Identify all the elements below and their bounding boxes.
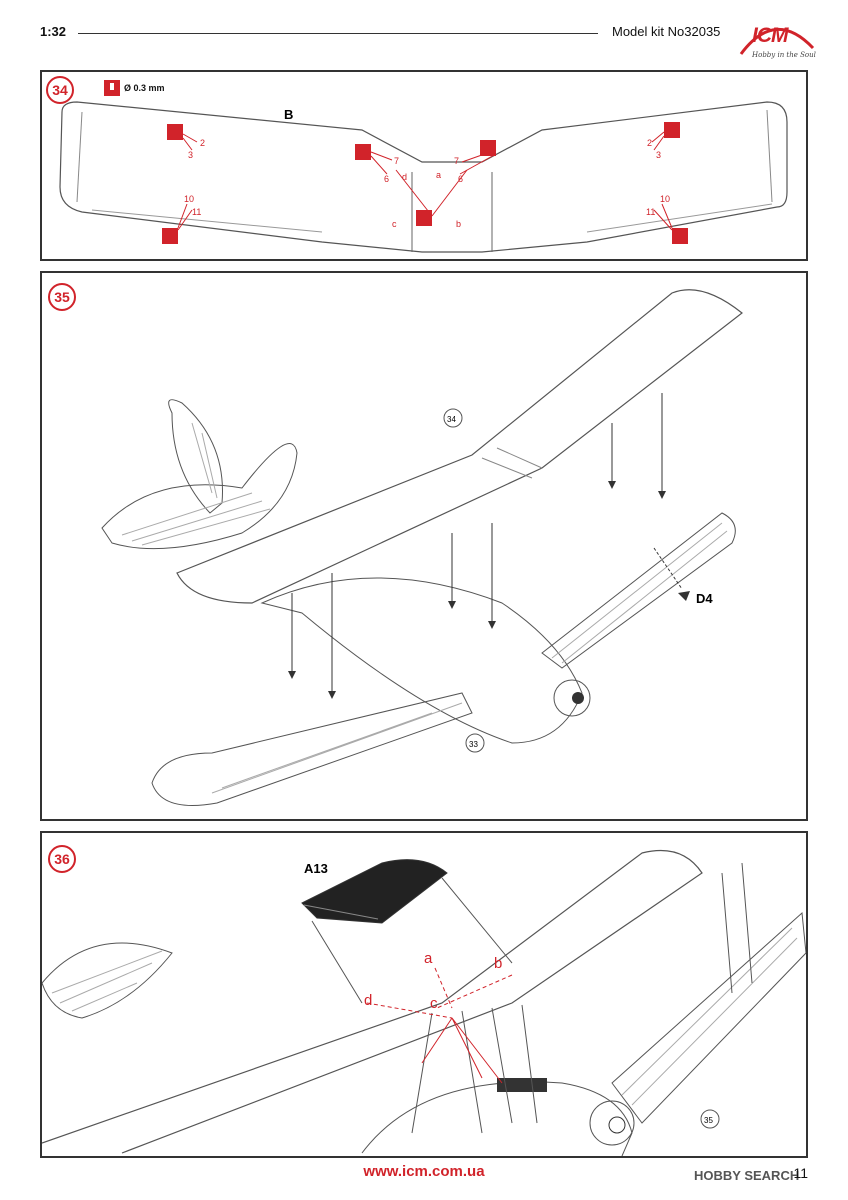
step-number-36: 36	[48, 845, 76, 873]
callout-34: 34	[447, 415, 456, 424]
point-d: d	[364, 992, 372, 1009]
svg-text:b: b	[456, 219, 461, 229]
svg-text:6: 6	[458, 174, 463, 184]
callout-35: 35	[704, 1116, 713, 1125]
drill-diameter: Ø 0.3 mm	[124, 83, 165, 93]
svg-text:2: 2	[647, 138, 652, 148]
kit-number: Model kit No32035	[612, 24, 721, 39]
svg-text:2: 2	[200, 138, 205, 148]
page-number: 11	[793, 1165, 808, 1181]
point-c: c	[430, 995, 438, 1012]
callout-33: 33	[469, 740, 478, 749]
svg-text:7: 7	[454, 156, 459, 166]
point-a: a	[424, 950, 433, 967]
step-number-34: 34	[46, 76, 74, 104]
svg-text:11: 11	[646, 207, 655, 217]
svg-text:7: 7	[394, 156, 399, 166]
brand-name: ICM	[752, 24, 788, 47]
svg-text:3: 3	[188, 150, 193, 160]
biplane-assembly-drawing: 34 33 D4	[101, 289, 743, 806]
point-b: b	[494, 955, 502, 972]
step-number-35: 35	[48, 283, 76, 311]
drill-note: Ø 0.3 mm	[104, 80, 165, 96]
scale-label: 1:32	[40, 24, 67, 39]
header-rule	[78, 33, 598, 34]
svg-text:3: 3	[656, 150, 661, 160]
svg-text:c: c	[392, 219, 397, 229]
svg-text:a: a	[436, 170, 441, 180]
svg-text:11: 11	[192, 207, 201, 217]
drill-icon	[104, 80, 120, 96]
brand-slogan: Hobby in the Soul	[752, 51, 816, 59]
watermark: HOBBY SEARCH	[694, 1168, 800, 1183]
part-d4-label: D4	[696, 591, 713, 606]
website-link[interactable]: www.icm.com.ua	[363, 1163, 485, 1180]
cockpit-detail-drawing: A13 a b c d 35	[42, 849, 806, 1156]
part-b-label: B	[284, 107, 293, 122]
step-35-panel: 35 34 33 D4	[40, 271, 808, 821]
brand-logo	[739, 28, 815, 55]
svg-text:6: 6	[384, 174, 389, 184]
svg-text:d: d	[402, 172, 407, 182]
step-36-panel: 36 A13 a b c d	[40, 831, 808, 1158]
svg-text:10: 10	[184, 194, 194, 204]
part-a13-label: A13	[304, 861, 328, 876]
svg-text:10: 10	[660, 194, 670, 204]
